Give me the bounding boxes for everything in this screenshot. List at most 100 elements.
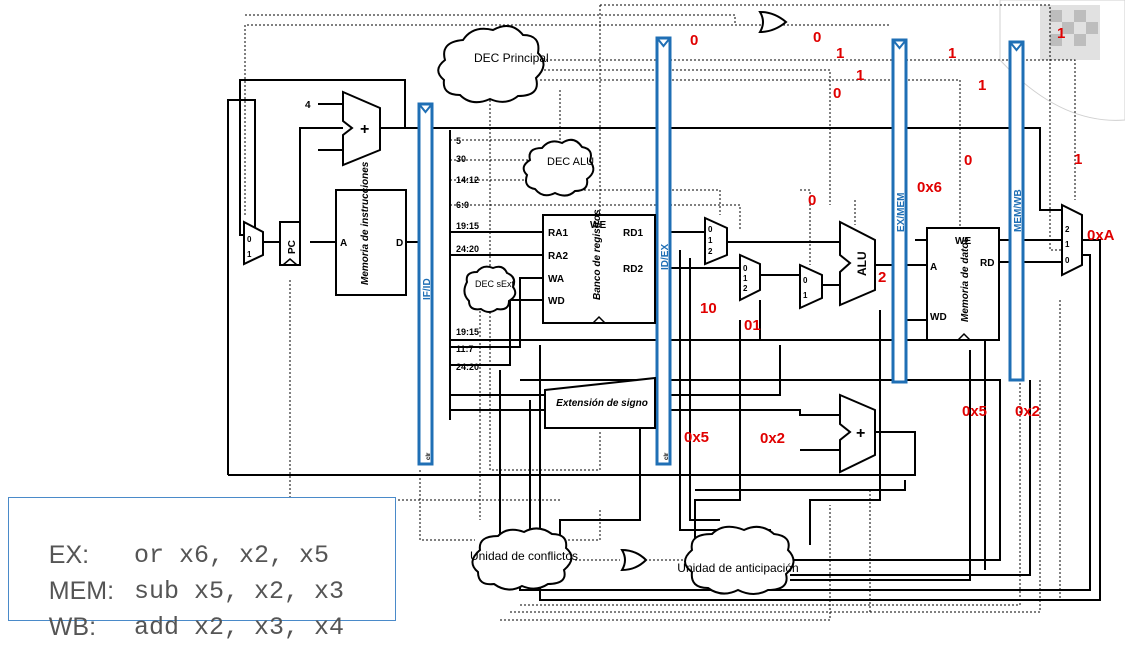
svg-text:RD: RD <box>980 258 994 269</box>
or-gate-conflicts <box>620 548 648 572</box>
svg-text:WD: WD <box>548 296 565 307</box>
svg-text:+: + <box>360 121 369 138</box>
svg-text:A: A <box>930 262 937 273</box>
svg-text:1: 1 <box>856 67 864 84</box>
svg-text:1: 1 <box>247 250 252 259</box>
or-gate-top <box>758 10 788 34</box>
svg-text:RA2: RA2 <box>548 251 568 262</box>
if-id-clr-label: clr <box>426 452 432 460</box>
svg-text:11:7: 11:7 <box>456 344 474 354</box>
university-seal-watermark <box>999 0 1125 121</box>
instruction-code-box: EX:or x6, x2, x5 MEM:sub x5, x2, x3 WB:a… <box>8 497 396 642</box>
pc-register: PC <box>279 221 301 266</box>
mem-wb-register <box>1008 40 1025 382</box>
svg-text:1: 1 <box>803 291 808 300</box>
forwarding-unit-cloud: Unidad de anticipación <box>677 525 799 595</box>
svg-text:RD1: RD1 <box>623 228 643 239</box>
svg-text:0: 0 <box>813 29 821 46</box>
dec-alu-cloud: DEC ALU <box>522 138 595 197</box>
svg-text:1: 1 <box>948 45 956 62</box>
svg-text:1: 1 <box>708 236 713 245</box>
svg-text:2: 2 <box>708 247 713 256</box>
svg-text:0x5: 0x5 <box>684 429 709 446</box>
svg-text:14:12: 14:12 <box>456 175 479 185</box>
imem-data-label: D <box>396 238 403 249</box>
code-line-ex: EX:or x6, x2, x5 <box>48 541 330 570</box>
branch-adder: + <box>839 393 876 474</box>
imem-addr-label: A <box>340 238 347 249</box>
conflicts-unit-cloud: Unidad de conflictos <box>470 527 578 591</box>
svg-text:1: 1 <box>1065 240 1070 249</box>
svg-text:1: 1 <box>978 77 986 94</box>
mem-wb-label: MEM/WB <box>1013 189 1024 232</box>
svg-text:WE: WE <box>955 236 971 247</box>
id-ex-label: ID/EX <box>660 244 671 270</box>
control-wires <box>244 4 1076 621</box>
svg-text:2: 2 <box>743 284 748 293</box>
svg-text:24:20: 24:20 <box>456 362 479 372</box>
svg-text:24:20: 24:20 <box>456 244 479 254</box>
svg-text:0: 0 <box>803 276 808 285</box>
svg-text:1: 1 <box>743 274 748 283</box>
svg-text:0x5: 0x5 <box>962 403 987 420</box>
svg-text:Memoria de instrucciones: Memoria de instrucciones <box>360 161 371 285</box>
svg-text:19:15: 19:15 <box>456 327 479 337</box>
alu: ALU <box>839 220 876 307</box>
svg-text:Extensión de signo: Extensión de signo <box>556 398 648 409</box>
svg-text:10: 10 <box>700 300 717 317</box>
svg-text:Memoria de datos: Memoria de datos <box>960 237 971 322</box>
sign-extension-unit: Extensión de signo <box>544 376 656 429</box>
svg-text:WD: WD <box>930 312 947 323</box>
svg-text:DEC Principal: DEC Principal <box>474 51 549 65</box>
instruction-fields: 5 30 14:12 6:0 19:15 24:20 19:15 11:7 24… <box>456 136 479 372</box>
svg-text:0x6: 0x6 <box>917 179 942 196</box>
signal-values: 0 0 1 1 1 1 1 0 0 1 0x6 0 0xA 2 10 01 0x… <box>684 25 1115 447</box>
svg-text:0: 0 <box>964 152 972 169</box>
svg-text:0: 0 <box>743 264 748 273</box>
pipeline-registers: IF/ID ID/EX EX/MEM MEM/WB clr clr <box>417 36 1025 466</box>
svg-text:1: 1 <box>1074 151 1082 168</box>
svg-text:1: 1 <box>1057 25 1065 42</box>
svg-text:Unidad de conflictos: Unidad de conflictos <box>470 549 578 563</box>
alu-src-mux: 0 1 <box>799 263 823 310</box>
svg-text:WA: WA <box>548 274 564 285</box>
dec-principal-cloud: DEC Principal <box>437 25 549 104</box>
id-ex-register <box>655 36 672 466</box>
svg-text:5: 5 <box>456 136 461 146</box>
svg-text:RA1: RA1 <box>548 228 568 239</box>
svg-text:1: 1 <box>836 45 844 62</box>
svg-text:30: 30 <box>456 154 466 164</box>
ex-mem-label: EX/MEM <box>896 193 907 232</box>
svg-text:2: 2 <box>878 269 886 286</box>
svg-text:RD2: RD2 <box>623 264 643 275</box>
pipeline-diagram: IF/ID ID/EX EX/MEM MEM/WB clr clr 0 1 PC… <box>227 0 1125 621</box>
svg-text:Banco de registros: Banco de registros <box>592 209 603 300</box>
id-ex-clr-label: clr <box>664 452 670 460</box>
svg-text:0: 0 <box>808 192 816 209</box>
svg-text:0: 0 <box>708 225 713 234</box>
svg-text:0: 0 <box>690 32 698 49</box>
svg-text:0: 0 <box>247 235 252 244</box>
svg-text:0: 0 <box>833 85 841 102</box>
svg-text:ALU: ALU <box>855 251 869 276</box>
svg-text:19:15: 19:15 <box>456 221 479 231</box>
pc-adder: + 4 <box>305 90 381 167</box>
pc-mux: 0 1 <box>243 220 264 266</box>
svg-text:+: + <box>856 425 865 442</box>
svg-text:0: 0 <box>1065 256 1070 265</box>
svg-text:WE: WE <box>590 220 606 231</box>
svg-text:2: 2 <box>1065 225 1070 234</box>
code-line-wb: WB:add x2, x3, x4 <box>48 613 345 642</box>
if-id-label: IF/ID <box>422 278 433 300</box>
if-id-register <box>417 102 434 466</box>
adder-constant: 4 <box>305 100 311 111</box>
ex-mem-register <box>891 38 908 384</box>
svg-text:PC: PC <box>287 240 298 254</box>
svg-text:0x2: 0x2 <box>1015 403 1040 420</box>
svg-text:DEC sExt: DEC sExt <box>475 279 515 289</box>
svg-text:01: 01 <box>744 317 761 334</box>
forward-a-mux: 0 1 2 <box>704 216 728 266</box>
register-file: RA1 RA2 WA WD WE RD1 RD2 Banco de regist… <box>542 209 656 324</box>
forward-b-mux: 0 1 2 <box>739 253 761 302</box>
data-memory: WE A RD WD Memoria de datos <box>926 227 1000 341</box>
